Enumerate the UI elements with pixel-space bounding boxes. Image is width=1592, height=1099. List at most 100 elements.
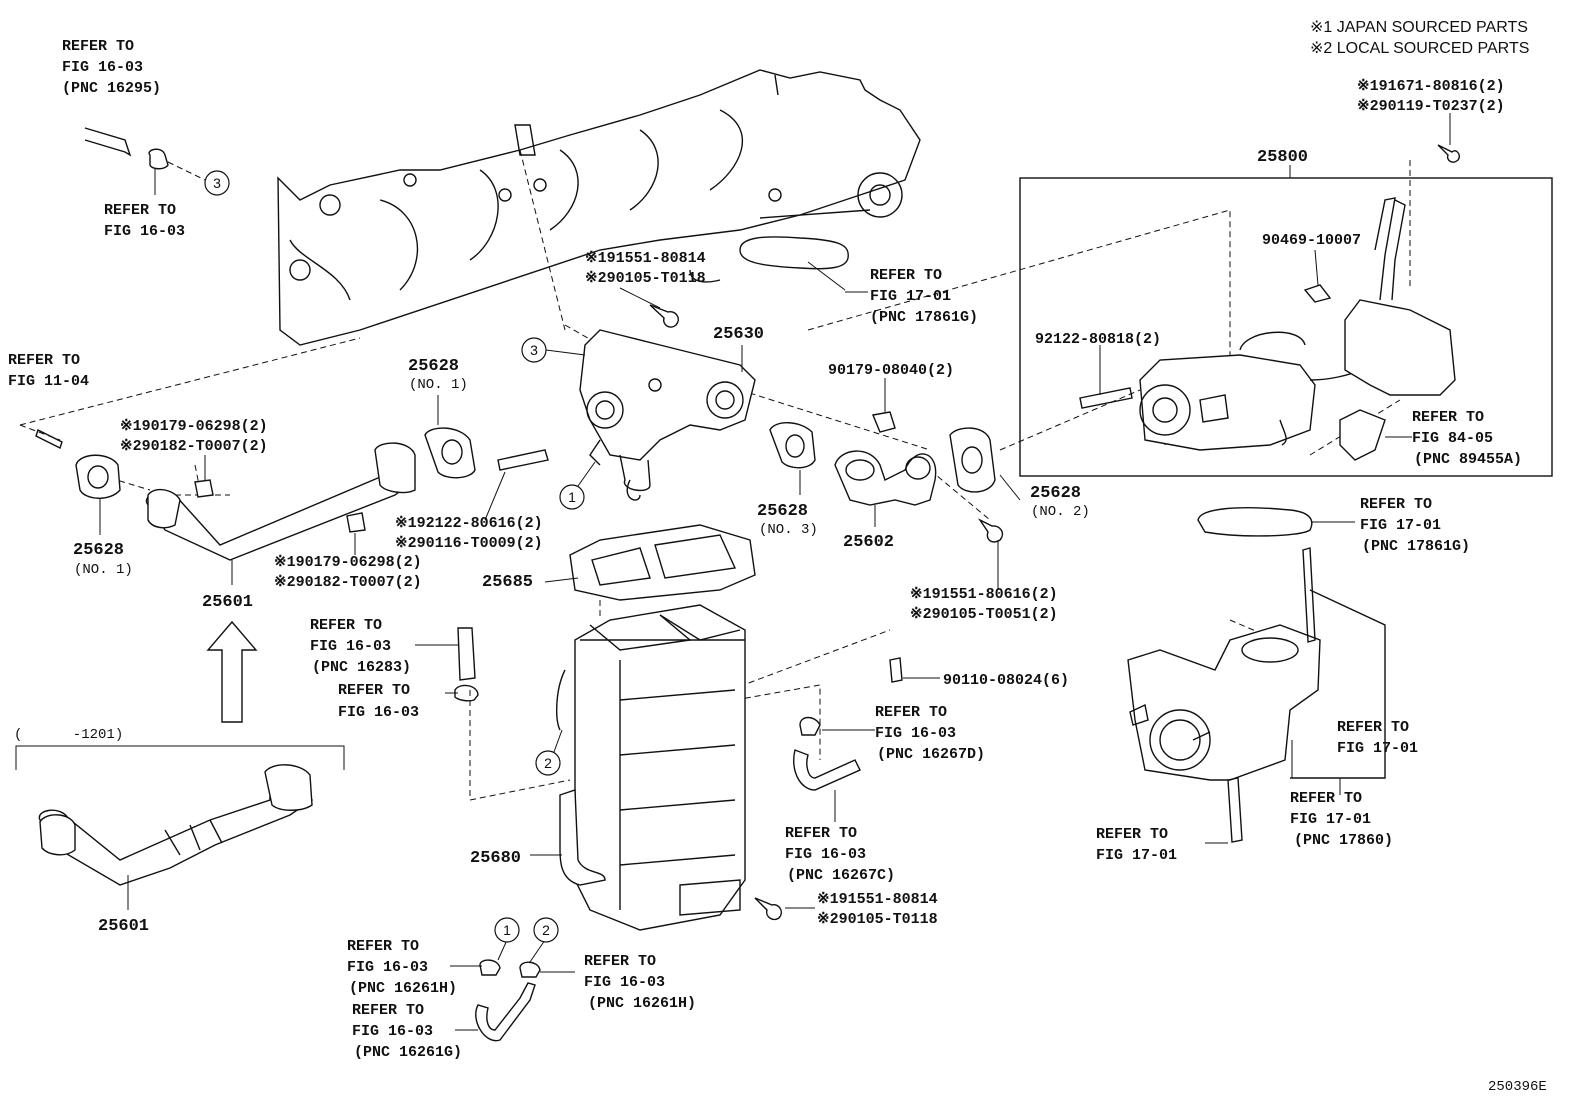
svg-text:90110-08024(6): 90110-08024(6) [943,672,1069,689]
stud-92122-80616 [497,449,549,471]
svg-text:REFER TO: REFER TO [1360,496,1432,513]
sensor-pnc89455a [1339,409,1386,461]
refer-fig-17-01-pnc17861g-right[interactable]: REFER TO FIG 17-01 (PNC 17861G) [1360,496,1470,555]
svg-text:FIG 16-03: FIG 16-03 [338,704,419,721]
egr-valve-assembly-box-25800 [1019,177,1553,477]
leader-line [619,287,661,309]
clamp-shape [148,148,169,170]
svg-text:FIG 16-03: FIG 16-03 [62,59,143,76]
fastener-92122-80616: ※192122-80616(2) ※290116-T0009(2) [395,515,543,552]
refer-fig-17-01-stud[interactable]: REFER TO FIG 17-01 [1337,719,1418,757]
refer-fig-16-03-pnc16261h-left[interactable]: REFER TO FIG 16-03 (PNC 16261H) [347,938,457,997]
svg-text:REFER TO: REFER TO [1412,409,1484,426]
svg-text:※290105-T0051(2): ※290105-T0051(2) [910,606,1058,623]
leader-line [484,471,506,521]
refer-fig-16-03-pnc16267c[interactable]: REFER TO FIG 16-03 (PNC 16267C) [785,825,895,884]
refer-fig-11-04[interactable]: REFER TO FIG 11-04 [8,352,89,390]
svg-text:(PNC 17861G): (PNC 17861G) [870,309,978,326]
gasket-25628-no1-top-shape [424,427,476,479]
leader-line [1290,589,1386,779]
refer-fig-17-01-pnc17861g-top[interactable]: REFER TO FIG 17-01 (PNC 17861G) [870,267,978,326]
fastener-91551-80814-bottom: ※191551-80814 ※290105-T0118 [817,891,938,928]
guide-line [807,209,1231,370]
egr-cooler-25680 [556,604,746,931]
nut-lower-left [346,512,366,533]
fastener-91551-80616: ※191551-80616(2) ※290105-T0051(2) [910,586,1058,623]
svg-text:REFER TO: REFER TO [1096,826,1168,843]
svg-text:REFER TO: REFER TO [347,938,419,955]
manifold-gasket-shape [739,236,849,270]
svg-text:REFER TO: REFER TO [104,202,176,219]
svg-text:※290119-T0237(2): ※290119-T0237(2) [1357,98,1505,115]
part-sub-no3: (NO. 3) [759,522,818,538]
svg-text:(PNC 16261H): (PNC 16261H) [349,980,457,997]
svg-text:92122-80818(2): 92122-80818(2) [1035,331,1161,348]
svg-text:90469-10007: 90469-10007 [1262,232,1361,249]
svg-text:3: 3 [213,175,221,191]
hose-pnc16283 [457,627,476,681]
svg-text:FIG 84-05: FIG 84-05 [1412,430,1493,447]
svg-text:(PNC 16283): (PNC 16283) [312,659,411,676]
pipe-25601-upper [145,442,416,561]
stud-92122-80818 [1079,387,1133,409]
gasket-25628-no3-shape [769,422,816,469]
part-number-25628-no1-top: 25628 [408,357,459,376]
svg-text:※191671-80816(2): ※191671-80816(2) [1357,78,1505,95]
range-label: ( -1201) [14,727,123,743]
refer-fig-17-01-bolt[interactable]: REFER TO FIG 17-01 [1096,826,1177,864]
svg-text:※290105-T0118: ※290105-T0118 [585,270,706,287]
svg-text:2: 2 [544,755,552,771]
svg-text:FIG 16-03: FIG 16-03 [352,1023,433,1040]
svg-text:※290182-T0007(2): ※290182-T0007(2) [274,574,422,591]
nut-upper-left [194,479,214,498]
guide-line [734,684,821,760]
guide-line [167,161,206,181]
fastener-90179-06298-top: ※190179-06298(2) ※290182-T0007(2) [120,418,268,455]
guide-line [929,469,991,521]
fastener-91551-80814-top: ※191551-80814 ※290105-T0118 [585,250,706,287]
refer-fig-84-05[interactable]: REFER TO FIG 84-05 (PNC 89455A) [1412,409,1522,468]
part-sub-no1-left: (NO. 1) [74,562,133,578]
svg-text:FIG 16-03: FIG 16-03 [104,223,185,240]
callout-2-mid: 2 [535,750,561,776]
pipe-25601-lower [38,764,314,886]
intake-manifold-drawing [277,69,921,346]
svg-text:FIG 16-03: FIG 16-03 [347,959,428,976]
fastener-90179-06298-bottom: ※190179-06298(2) ※290182-T0007(2) [274,554,422,591]
refer-fig-16-03-pnc16283[interactable]: REFER TO FIG 16-03 (PNC 16283) [310,617,411,676]
bolt-right [1227,777,1243,843]
refer-fig-16-03-clamp[interactable]: REFER TO FIG 16-03 [104,202,185,240]
svg-text:FIG 11-04: FIG 11-04 [8,373,89,390]
svg-text:2: 2 [542,922,550,938]
svg-text:REFER TO: REFER TO [584,953,656,970]
fastener-90179-08040: 90179-08040(2) [828,362,954,379]
svg-text:FIG 17-01: FIG 17-01 [1096,847,1177,864]
svg-text:(PNC 16267D): (PNC 16267D) [877,746,985,763]
refer-fig-16-03-pnc16261h-right[interactable]: REFER TO FIG 16-03 (PNC 16261H) [584,953,696,1012]
egr-valve-25800-drawing [1139,197,1456,451]
part-number-25628-no1-left: 25628 [73,541,124,560]
refer-fig-16-03-pnc16261g[interactable]: REFER TO FIG 16-03 (PNC 16261G) [352,1002,462,1061]
guide-line [99,474,151,491]
callout-1-bottom: 1 [494,917,520,943]
svg-text:REFER TO: REFER TO [62,38,134,55]
bolt-91551-80814-bottom [754,897,782,921]
refer-fig-16-03-clamp-mid[interactable]: REFER TO FIG 16-03 [338,682,419,721]
refer-fig-17-01-pnc17860[interactable]: REFER TO FIG 17-01 (PNC 17860) [1290,790,1393,849]
fastener-90110-08024: 90110-08024(6) [943,672,1069,689]
part-number-25800: 25800 [1257,148,1308,167]
refer-fig-16-03-pnc16295[interactable]: REFER TO FIG 16-03 (PNC 16295) [62,38,161,97]
leader-line [553,729,563,753]
svg-text:(PNC 16261G): (PNC 16261G) [354,1044,462,1061]
svg-text:REFER TO: REFER TO [352,1002,424,1019]
refer-fig-16-03-pnc16267d[interactable]: REFER TO FIG 16-03 (PNC 16267D) [875,704,985,763]
drawing-id: 250396E [1488,1079,1547,1095]
svg-text:※290182-T0007(2): ※290182-T0007(2) [120,438,268,455]
svg-text:REFER TO: REFER TO [870,267,942,284]
svg-text:1: 1 [503,922,511,938]
guide-line [519,149,566,331]
pipe-25602-shape [834,450,937,506]
part-number-25630: 25630 [713,325,764,344]
range-bracket [15,745,345,770]
